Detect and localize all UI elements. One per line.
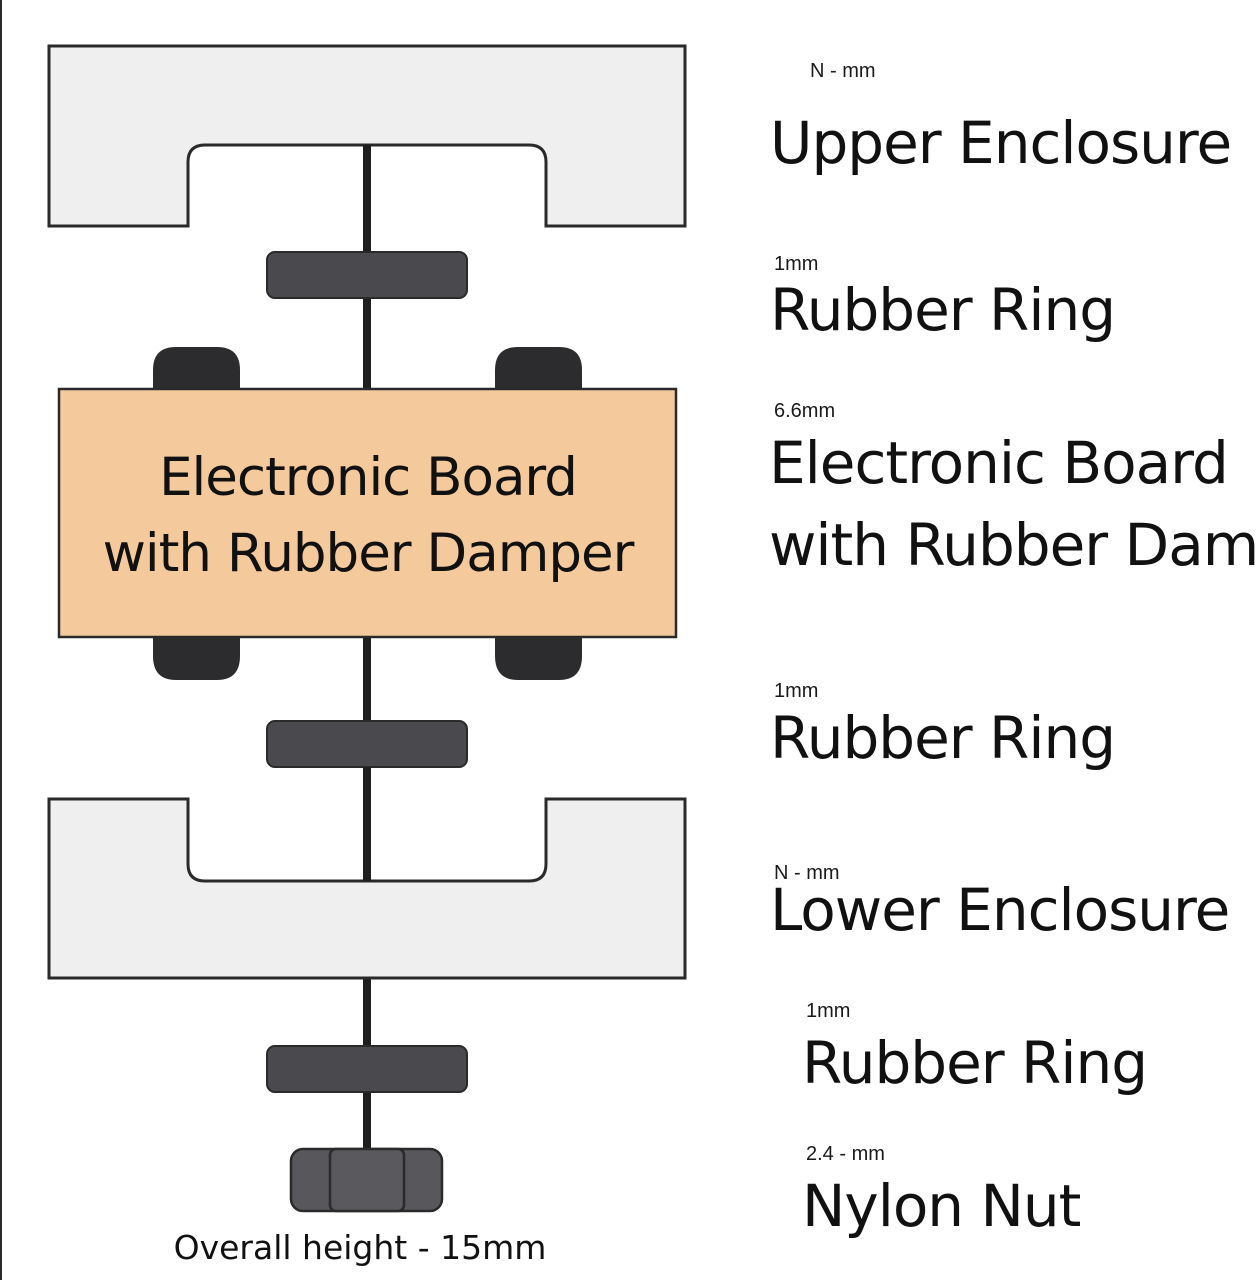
- electronic-board-shape: [57, 387, 678, 639]
- electronic-board-name-clip: Electronic Board with Rubber Dam: [765, 430, 1259, 600]
- damper-top-right-shape: [495, 347, 582, 392]
- upper-enclosure-shape: [47, 44, 687, 228]
- electronic-board-label: Electronic Board with Rubber Damper: [60, 440, 676, 592]
- nylon-nut-name: Nylon Nut: [802, 1172, 1081, 1240]
- upper-rubber-ring-shape: [266, 251, 468, 299]
- damper-top-left-shape: [153, 347, 240, 392]
- rubber-ring-1-name: Rubber Ring: [770, 276, 1116, 344]
- nylon-nut-shape: [289, 1147, 444, 1213]
- rubber-ring-3-dimension: 1mm: [806, 1000, 851, 1022]
- rubber-ring-3-name: Rubber Ring: [802, 1029, 1148, 1097]
- overall-height-label: Overall height - 15mm: [173, 1228, 547, 1267]
- electronic-board-name-line2: with Rubber Dam: [769, 511, 1259, 579]
- upper-enclosure-dimension: N - mm: [810, 60, 876, 82]
- electronic-board-name-line1: Electronic Board: [769, 430, 1229, 497]
- nylon-nut-dimension: 2.4 - mm: [806, 1143, 885, 1165]
- rubber-ring-1-dimension: 1mm: [774, 253, 819, 275]
- lower-enclosure-dimension: N - mm: [774, 862, 840, 884]
- rubber-ring-2-name: Rubber Ring: [770, 704, 1116, 772]
- board-label-line2: with Rubber Damper: [102, 523, 635, 584]
- lower-enclosure-name: Lower Enclosure: [770, 876, 1230, 944]
- damper-bottom-right-shape: [495, 634, 582, 680]
- board-label-line1: Electronic Board: [159, 447, 578, 508]
- bottom-rubber-ring-shape: [266, 1045, 468, 1093]
- lower-enclosure-shape: [47, 797, 687, 980]
- left-border-line: [0, 0, 2, 1280]
- upper-enclosure-name: Upper Enclosure: [770, 109, 1232, 177]
- middle-rubber-ring-shape: [266, 720, 468, 768]
- damper-bottom-left-shape: [153, 634, 240, 680]
- rubber-ring-2-dimension: 1mm: [774, 680, 819, 702]
- electronic-board-dimension: 6.6mm: [774, 400, 836, 422]
